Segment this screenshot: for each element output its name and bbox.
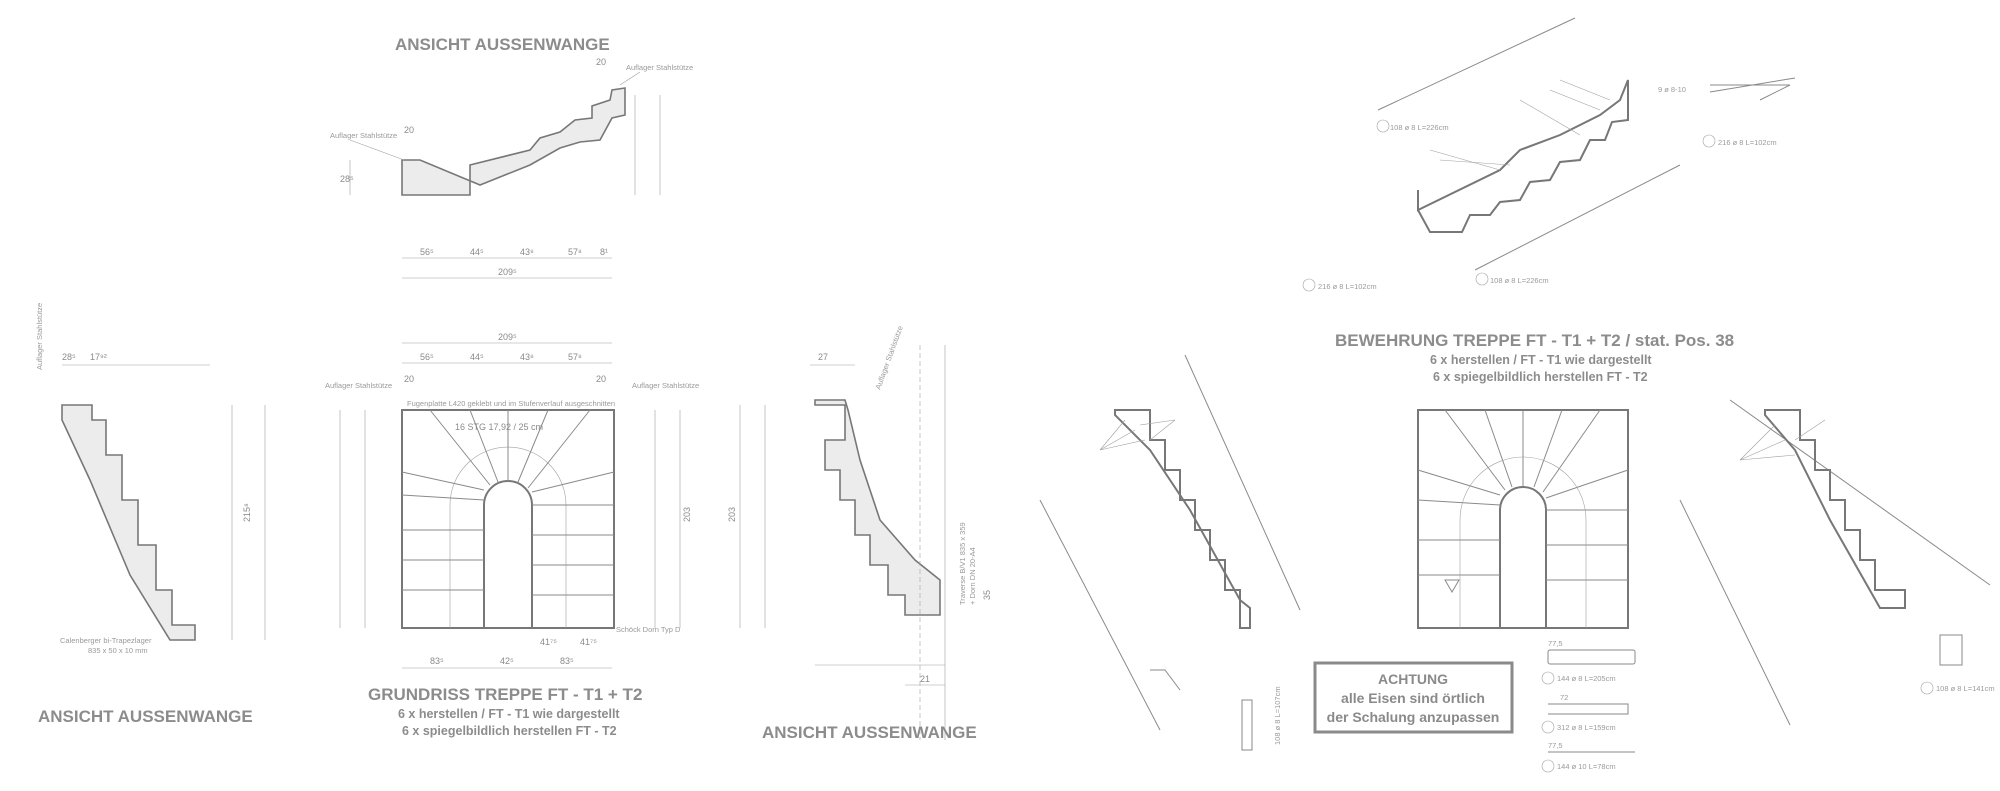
warning-box: ACHTUNG alle Eisen sind örtlich der Scha… [1313,661,1514,734]
socket-note: Schöck Dorn Typ D [616,625,681,634]
bar-1: 108 ø 8 L=107cm [1273,686,1282,745]
top-elevation-title: ANSICHT AUSSENWANGE [395,35,610,54]
left-elevation: 28⁵ 17⁹² 215⁸ Auflager Stahlstütze Calen… [35,303,266,726]
plan-support-left: Auflager Stahlstütze [325,381,392,390]
middle-elevation: 27 203 Auflager Stahlstütze Traverse B/V… [727,325,992,742]
dim-215-left: 215⁸ [242,503,252,522]
dim-35: 35 [982,590,992,600]
plan-dim-83b: 83⁵ [560,656,574,666]
plan-dim-20-right: 20 [596,374,606,384]
plan-dim-42: 42⁵ [500,656,514,666]
top-stringer-section [401,87,626,196]
bar-2: 108 ø 8 L=141cm [1936,684,1995,693]
plan-eye [483,480,533,628]
traverse-label-2: + Dorn DN 20-A4 [968,547,977,605]
plan-dim-83a: 83⁵ [430,656,444,666]
traverse-label-1: Traverse B/V1 835 x 359 [958,522,967,605]
warning-line2: alle Eisen sind örtlich [1341,690,1485,706]
dim-8: 8¹ [600,247,608,257]
plan-line1: 6 x herstellen / FT - T1 wie dargestellt [398,707,620,721]
mid-dim-203: 203 [727,507,737,522]
reinforcement-title: BEWEHRUNG TREPPE FT - T1 + T2 / stat. Po… [1335,331,1734,350]
plan-dim-43: 43⁸ [520,352,534,362]
reinforcement-header: BEWEHRUNG TREPPE FT - T1 + T2 / stat. Po… [1335,331,1734,384]
dim-1792-left: 17⁹² [90,352,107,362]
plan-support-right: Auflager Stahlstütze [632,381,699,390]
warning-line1: ACHTUNG [1378,671,1448,687]
left-elevation-title: ANSICHT AUSSENWANGE [38,707,253,726]
top-elevation: ANSICHT AUSSENWANGE 56⁵ 44⁵ 43⁸ 57⁸ 8¹ 2… [330,35,693,279]
reinforcement-left-flight: 108 ø 8 L=107cm [1039,354,1301,751]
dim-57: 57⁸ [568,247,582,257]
bar-11: 108 ø 8 L=226cm [1390,123,1449,132]
plan-dim-56: 56⁵ [420,352,434,362]
middle-stringer-section [814,399,941,616]
reinforcement-line1: 6 x herstellen / FT - T1 wie dargestellt [1430,353,1652,367]
plan-title: GRUNDRISS TREPPE FT - T1 + T2 [368,685,642,704]
bar-label-7: 9 ø 8-10 [1658,85,1686,94]
middle-elevation-title: ANSICHT AUSSENWANGE [762,723,977,742]
calenberger-label: Calenberger bi-Trapezlager [60,636,152,645]
plan-line2: 6 x spiegelbildlich herstellen FT - T2 [402,724,617,738]
plan-dim-41a: 41⁷⁵ [540,637,557,647]
dim-20-right: 20 [596,57,606,67]
dim-21: 21 [920,674,930,684]
plan-dim-20-left: 20 [404,374,414,384]
bar-3: 144 ø 8 L=205cm [1557,674,1616,683]
reinforcement-top-stringer [1417,79,1629,233]
dim-209: 209⁵ [498,267,517,277]
steps-label: 16 STG 17,92 / 25 cm [455,422,543,432]
bar-12: 108 ø 8 L=226cm [1490,276,1549,285]
bar-len-13: 72 [1560,693,1568,702]
dim-28: 28⁵ [340,174,354,184]
dim-44: 44⁵ [470,247,484,257]
reinforcement-plan [1417,409,1629,629]
plan-dim-57: 57⁸ [568,352,582,362]
bar-4: 144 ø 10 L=78cm [1557,762,1616,771]
mid-support-label: Auflager Stahlstütze [873,325,904,391]
plan-dim-203: 203 [682,507,692,522]
reinforcement-line2: 6 x spiegelbildlich herstellen FT - T2 [1433,370,1648,384]
right-flight-section [1764,409,1906,609]
plan-dim-209: 209⁵ [498,332,517,342]
left-flight-section [1114,409,1251,629]
bar-len-3: 77,5 [1548,639,1563,648]
dim-27: 27 [818,352,828,362]
support-label-top: Auflager Stahlstütze [330,131,397,140]
dim-43: 43⁸ [520,247,534,257]
warning-frame [1313,661,1514,734]
reinforcement-top: 9 ø 8-10 216 ø 8 L=102cm 216 ø 8 L=102cm… [1302,17,1796,292]
bar-13: 312 ø 8 L=159cm [1557,723,1616,732]
reinforcement-right-flight: 108 ø 8 L=141cm [1679,399,1995,726]
support-label-top2: Auflager Stahlstütze [626,63,693,72]
warning-line3: der Schalung anzupassen [1327,709,1500,725]
plan-dim-41b: 41⁷⁵ [580,637,597,647]
dim-56: 56⁵ [420,247,434,257]
plan-dim-44: 44⁵ [470,352,484,362]
left-stringer-section [61,404,196,641]
bar-10: 216 ø 8 L=102cm [1318,282,1377,291]
bar-7: 216 ø 8 L=102cm [1718,138,1777,147]
dim-28-left: 28⁵ [62,352,76,362]
dim-20-top: 20 [404,125,414,135]
stair-plan: 209⁵ 56⁵ 44⁵ 43⁸ 57⁸ 20 20 Auflager Stah… [325,332,699,738]
calenberger-dim: 835 x 50 x 10 mm [88,646,148,655]
bar-schedule: 77,5 144 ø 8 L=205cm 72 312 ø 8 L=159cm … [1541,639,1636,773]
joint-note: Fugenplatte L420 geklebt und im Stufenve… [407,399,615,408]
support-label-left: Auflager Stahlstütze [35,303,44,370]
bar-len-4: 77,5 [1548,741,1563,750]
